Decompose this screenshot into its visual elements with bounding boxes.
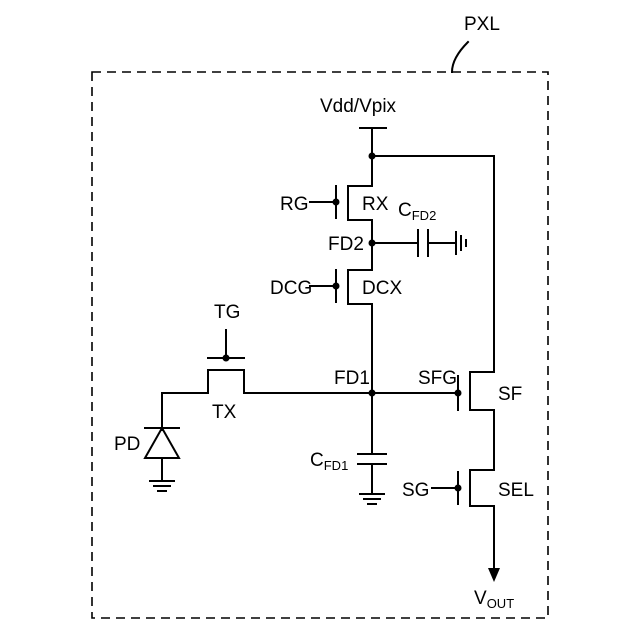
rx-label: RX [362, 194, 389, 215]
pxl-label: PXL [464, 14, 500, 35]
sg-label: SG [402, 480, 429, 501]
sf-label: SF [498, 384, 522, 405]
dcx-label: DCX [362, 278, 402, 299]
vout-label: VOUT [474, 588, 514, 611]
supply-label: Vdd/Vpix [320, 96, 397, 117]
pd-ground-icon [150, 481, 174, 491]
tg-label: TG [214, 302, 240, 323]
tx-label: TX [212, 402, 237, 423]
fd1-label: FD1 [334, 368, 370, 389]
cfd2-label: CFD2 [398, 200, 436, 223]
photodiode-icon [145, 428, 179, 480]
sel-label: SEL [498, 480, 534, 501]
rg-label: RG [280, 194, 309, 215]
pxl-leader-line [452, 42, 468, 72]
sfg-label: SFG [418, 368, 457, 389]
cfd2-ground-icon [456, 232, 466, 254]
pixel-boundary [92, 72, 548, 618]
fd2-label: FD2 [328, 234, 364, 255]
sel-channel [470, 470, 494, 570]
pd-label: PD [114, 434, 140, 455]
cfd1-label: CFD1 [310, 450, 348, 473]
sf-channel [470, 386, 494, 470]
cfd1-ground-icon [360, 494, 384, 504]
vout-arrow-icon [488, 568, 500, 582]
sf-drain-wire [372, 156, 494, 386]
dcg-label: DCG [270, 278, 312, 299]
